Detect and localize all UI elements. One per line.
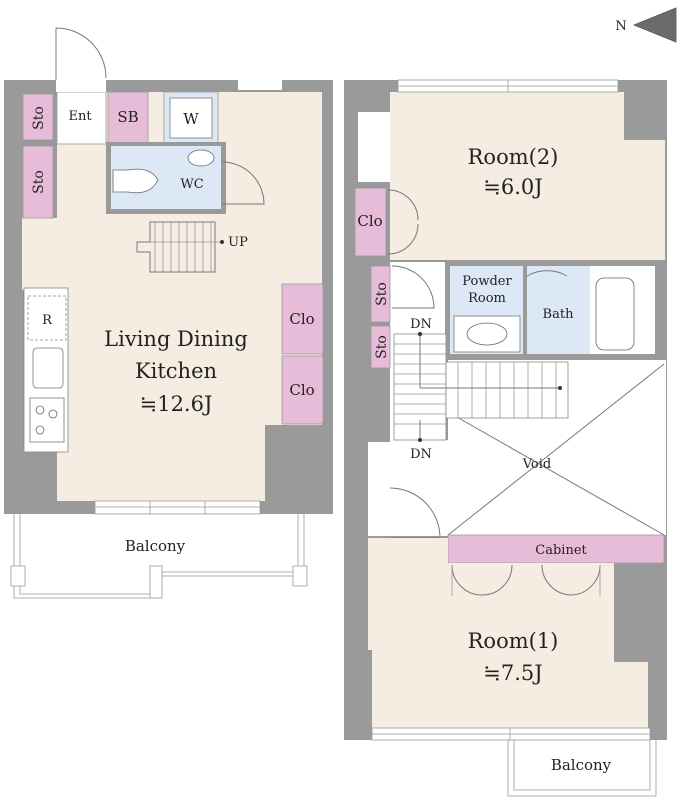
washer-label: W bbox=[183, 110, 199, 128]
balcony-right-label: Balcony bbox=[551, 756, 612, 774]
wc-sink-icon bbox=[187, 149, 215, 167]
powder-room-label-2: Room bbox=[468, 291, 506, 306]
storage-hall-door bbox=[391, 265, 435, 309]
storage-top bbox=[22, 93, 54, 141]
powder-room-label-1: Powder bbox=[462, 274, 512, 289]
closet-b bbox=[281, 355, 324, 425]
room-2-label: Room(2) bbox=[468, 145, 559, 169]
void-cross-1 bbox=[447, 363, 665, 536]
storage-hall-2 bbox=[370, 325, 391, 369]
entrance-label: Ent bbox=[68, 109, 92, 124]
entrance-area bbox=[56, 91, 107, 145]
stairs-up-label: UP bbox=[228, 235, 248, 250]
wc-door-swing bbox=[221, 161, 265, 205]
void-cross-2 bbox=[447, 411, 665, 536]
stairs-down bbox=[393, 332, 569, 442]
storage-hall-1 bbox=[370, 265, 391, 323]
closet-b-label: Clo bbox=[289, 381, 314, 399]
refrigerator-space bbox=[27, 295, 67, 341]
bath-label: Bath bbox=[543, 307, 575, 322]
room-2-area: ≒6.0J bbox=[483, 175, 542, 199]
stove-icon bbox=[29, 397, 65, 443]
kitchen-floor-strip bbox=[22, 218, 62, 290]
stairs-down-label-upper: DN bbox=[410, 317, 432, 332]
window-top bbox=[238, 80, 282, 90]
storage-top-label: Sto bbox=[31, 106, 47, 130]
entrance-door-swing bbox=[55, 27, 107, 80]
powder-basin-icon bbox=[466, 322, 508, 346]
closet-a bbox=[281, 283, 324, 355]
ldk-area: ≒12.6J bbox=[140, 392, 213, 416]
bath-door-swing bbox=[526, 270, 568, 277]
north-label: N bbox=[615, 19, 626, 34]
room-1-closet-doors bbox=[451, 564, 601, 596]
closet-a-label: Clo bbox=[289, 310, 314, 328]
wall-column-right bbox=[265, 425, 323, 503]
washer-frame bbox=[169, 97, 213, 139]
ldk-label-line1: Living Dining bbox=[104, 327, 248, 351]
closet-room-2 bbox=[354, 187, 387, 257]
window-bottom bbox=[94, 500, 261, 515]
entrance-door-opening bbox=[56, 78, 106, 92]
storage-middle-label: Sto bbox=[31, 170, 47, 194]
upper-floor: Room(2) ≒6.0J Clo Sto Sto Powder Room Ba… bbox=[344, 79, 667, 797]
hall-lower-area bbox=[368, 440, 448, 536]
toilet-icon bbox=[112, 168, 159, 194]
room-1 bbox=[368, 538, 648, 728]
room-1-door-swing bbox=[389, 487, 441, 539]
room-1-area: ≒7.5J bbox=[483, 661, 542, 685]
bathtub-icon bbox=[595, 277, 635, 351]
storage-hall-1-label: Sto bbox=[374, 282, 390, 306]
balcony-right bbox=[507, 740, 657, 797]
room-2 bbox=[390, 92, 665, 260]
void-label: Void bbox=[522, 457, 552, 472]
balcony-left-label: Balcony bbox=[125, 537, 186, 555]
ldk-label-line2: Kitchen bbox=[135, 359, 217, 383]
balcony-left bbox=[10, 514, 308, 599]
closet-room-2-label: Clo bbox=[357, 212, 382, 230]
north-arrow-icon bbox=[632, 7, 677, 43]
kitchen-sink-icon bbox=[32, 347, 64, 389]
lower-floor: Sto Sto Ent SB W WC bbox=[4, 27, 333, 599]
storage-middle bbox=[22, 145, 54, 219]
north-compass: N bbox=[615, 7, 677, 43]
storage-hall-2-label: Sto bbox=[374, 335, 390, 359]
room-1-label: Room(1) bbox=[468, 629, 559, 653]
closet-room-2-doors bbox=[387, 189, 419, 255]
refrigerator-label: R bbox=[42, 313, 53, 328]
cabinet-label: Cabinet bbox=[535, 543, 587, 558]
bath-room bbox=[527, 266, 590, 354]
stairs-down-label-lower: DN bbox=[410, 447, 432, 462]
shoe-box-label: SB bbox=[117, 108, 138, 126]
wc-label: WC bbox=[180, 177, 203, 192]
stairs-up bbox=[136, 221, 224, 273]
